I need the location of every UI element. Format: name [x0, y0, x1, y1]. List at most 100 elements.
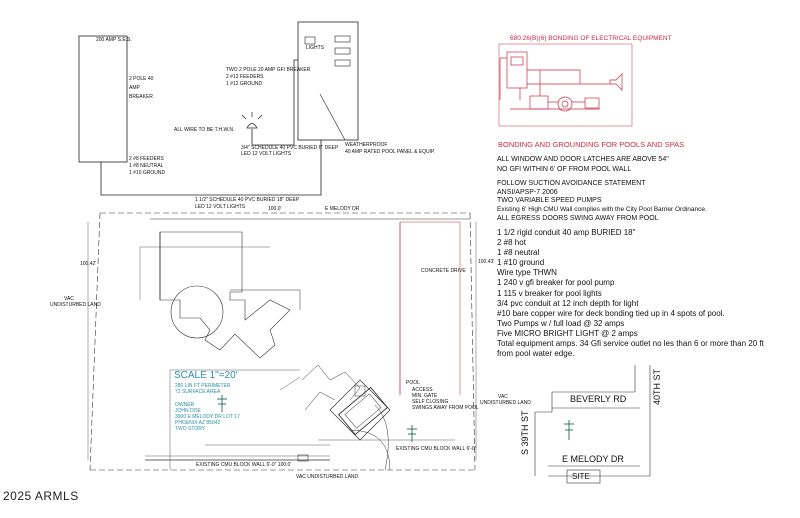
vac-left-2: UNDISTURBED LAND — [50, 302, 101, 308]
wall-note-bottom: EXISTING CMU BLOCK WALL 6'-0" 100.0' — [196, 462, 292, 468]
concrete-drive-label: CONCRETE DRIVE — [421, 268, 466, 274]
note-wall: Existing 6' High CMU Wall complies with … — [497, 206, 707, 214]
owner-line-1: OWNER — [175, 402, 195, 408]
gfi-line-1: TWO 2 POLE 20 AMP GFI BREAKER — [226, 67, 311, 73]
vac-left-1: VAC — [64, 296, 74, 302]
spa-square — [354, 385, 366, 397]
gfi-line-2: 2 #12 FEEDERS — [226, 74, 264, 80]
vac-right-1: VAC — [498, 394, 508, 400]
owner-line-5: TWO STORY — [175, 426, 206, 432]
breaker-line-3: BREAKER — [129, 94, 153, 100]
pool-outline — [337, 386, 389, 436]
property-line-left — [89, 212, 101, 471]
spec-line: 1 240 v gfi breaker for pool pump — [497, 278, 615, 288]
note-gfi: NO GFI WITHIN 6' OF FROM POOL WALL — [497, 166, 632, 174]
spec-line: 1 1/2 rigid conduit 40 amp BURIED 18" — [497, 228, 636, 237]
spec-line: from pool water edge. — [497, 349, 575, 359]
speaker-icon — [609, 73, 623, 91]
heater-box — [584, 97, 600, 109]
bonding-diagram — [498, 43, 633, 127]
street-top-label: E MELODY DR — [325, 206, 360, 212]
pump-box — [529, 95, 549, 110]
lights-switch — [304, 36, 316, 45]
weatherproof-line-1: WEATHERPROOF — [345, 142, 388, 148]
lights-label: LIGHTS — [306, 45, 325, 51]
light-fixture-icon — [241, 112, 263, 129]
bottom-conduit-line-1: 1 1/2" SCHEDULE 40 PVC BURIED 18" DEEP — [195, 197, 300, 203]
note-latches: ALL WINDOW AND DOOR LATCHES ARE ABOVE 54… — [497, 156, 669, 163]
note-pumps: TWO VARIABLE SPEED PUMPS — [497, 197, 602, 205]
ses-label: 200 AMP S.E.S. — [96, 37, 132, 43]
spec-line: Wire type THWN — [497, 268, 557, 278]
gate-line-3: SELF CLOSING — [412, 399, 449, 405]
spec-line: 1 #10 ground — [497, 258, 545, 268]
bonding-title: 680.26(B)(6) BONDING OF ELECTRICAL EQUIP… — [510, 35, 672, 42]
site-label: SITE — [572, 472, 590, 481]
gate-line-1: ACCESS — [412, 387, 433, 393]
owner-line-4: PHOENIX AZ 85042 — [175, 420, 221, 426]
spec-line: Five MICRO BRIGHT LIGHT @ 2 amps — [497, 328, 638, 338]
breaker-line-2: AMP — [129, 85, 140, 91]
pool-panel — [297, 21, 359, 141]
note-egress: ALL EGRESS DOORS SWING AWAY FROM POOL — [497, 215, 659, 223]
site-plan — [87, 212, 574, 471]
copyright-watermark: 2025 ARMLS — [3, 489, 79, 503]
electrical-diagram — [78, 21, 359, 196]
note-ansi: ANSI/APSP-7 2006 — [497, 189, 558, 197]
scale-label: SCALE 1"=20' — [174, 370, 238, 381]
notes-block: ALL WINDOW AND DOOR LATCHES ARE ABOVE 54… — [497, 155, 707, 225]
schedule-line-1: 3/4" SCHEDULE 40 PVC BURIED 6" DEEP — [241, 145, 339, 151]
street-right-label: 40TH ST — [652, 368, 662, 405]
gate-line-4: SWINGS AWAY FROM POOL — [412, 405, 479, 411]
bonding-panel — [506, 51, 528, 89]
property-line-right — [469, 212, 476, 471]
note-suction: FOLLOW SUCTION AVOIDANCE STATEMENT — [497, 179, 646, 187]
gfi-line-3: 1 #12 GROUND — [226, 81, 263, 87]
electrical-specs: 1 1/2 rigid conduit 40 amp BURIED 18" 2 … — [497, 228, 764, 359]
spec-line: #10 bare copper wire for deck bonding ti… — [497, 308, 725, 318]
vicinity-map — [534, 365, 651, 484]
spec-line: 1 115 v breaker for pool lights — [497, 288, 602, 298]
rounded-patio — [170, 285, 224, 339]
vac-right-2: UNDISTURBED LAND — [480, 400, 531, 406]
spec-line: 2 #8 hot — [497, 238, 526, 248]
pool-label: POOL — [406, 380, 420, 386]
road-top-label: BEVERLY RD — [570, 394, 627, 404]
gate-line-2: MIN. GATE — [412, 393, 438, 399]
breaker-slot-2 — [334, 47, 351, 55]
road-bottom-label: E MELODY DR — [562, 454, 624, 464]
tree-icon-1 — [217, 395, 227, 412]
dim-left: 100.42' — [80, 261, 97, 267]
feeder-conduit — [100, 140, 322, 196]
schedule-line-2: LED 12 VOLT LIGHTS — [241, 151, 292, 157]
wall-note: EXISTING CMU BLOCK WALL 6'-0" — [396, 446, 477, 452]
dim-top: 100.0' — [268, 206, 282, 212]
perimeter-line-1: 280 LIN FT PERIMETER — [175, 383, 231, 389]
feeder-line-1: 2 #8 FEEDERS — [129, 156, 164, 162]
perimeter-line-2: 72 SURFACE AREA — [175, 389, 221, 395]
feeder-line-2: 1 #8 NEUTRAL — [129, 163, 164, 169]
house-outline — [159, 231, 291, 359]
site-marker — [566, 469, 601, 484]
weatherproof-line-2: 40 AMP RATED POOL PANEL & EQUIP. — [345, 149, 436, 155]
spec-line: Two Pumps w / full load @ 32 amps — [497, 318, 625, 328]
spec-line: Total equipment amps. 34 Gfi service out… — [497, 339, 764, 349]
tree-icon-3 — [564, 420, 574, 440]
owner-line-2: JOHN DOE — [175, 408, 201, 414]
breaker-slot-3 — [334, 59, 351, 67]
bottom-conduit-line-2: LED 12 VOLT LIGHTS — [195, 204, 246, 210]
tree-icon-2 — [407, 425, 417, 442]
dim-right: 100.43' — [478, 259, 495, 265]
bonding-section-title: BONDING AND GROUNDING FOR POOLS AND SPAS — [498, 140, 685, 149]
all-wire-note: ALL WIRE TO BE T.H.W.N. — [174, 127, 235, 133]
vac-bottom: VAC UNDISTURBED LAND — [296, 474, 359, 480]
feeder-line-3: 1 #10 GROUND — [129, 170, 166, 176]
breaker-slot-1 — [334, 35, 351, 43]
ses-panel — [78, 35, 128, 163]
street-left-label: S 39TH ST — [520, 410, 530, 455]
spec-line: 3/4 pvc conduit at 12 inch depth for lig… — [497, 298, 639, 308]
breaker-line-1: 2 POLE 40 — [129, 76, 154, 82]
light-conduit — [251, 59, 298, 146]
owner-line-3: 3900 E MELODY DR LOT 17 — [175, 414, 240, 420]
